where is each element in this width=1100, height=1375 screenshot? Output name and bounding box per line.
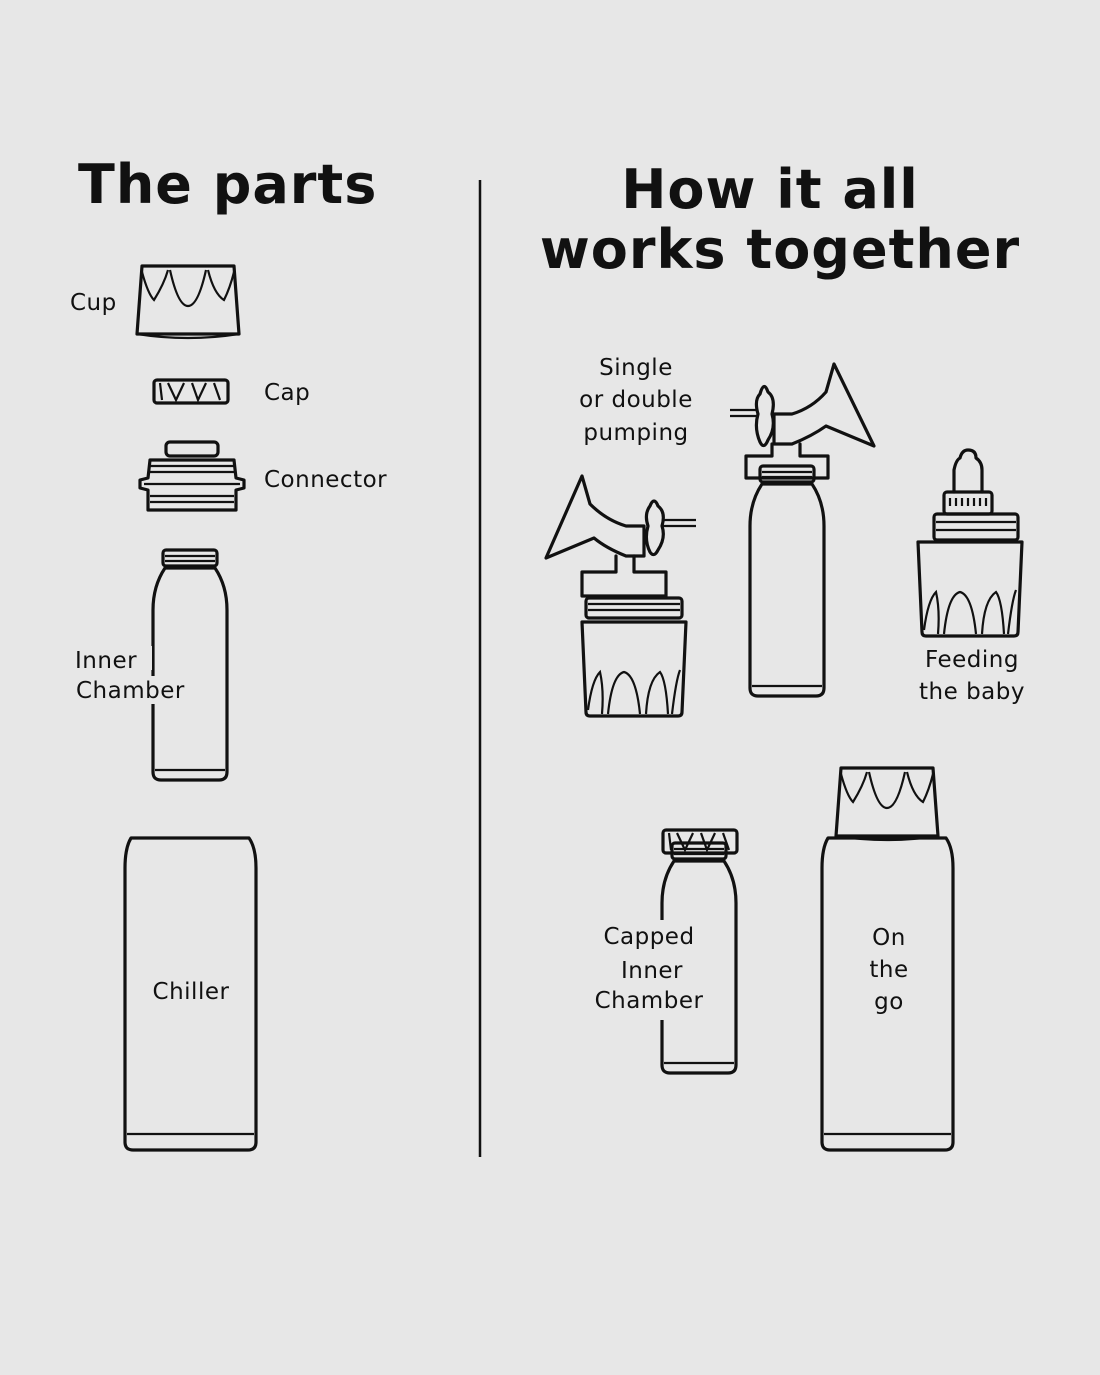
label-pumping-1: Single bbox=[599, 355, 673, 381]
pump-on-cup-illustration bbox=[544, 474, 698, 718]
label-feeding-1: Feeding bbox=[925, 647, 1019, 673]
label-on-the-go-3: go bbox=[874, 989, 904, 1015]
cup-illustration bbox=[135, 264, 241, 340]
right-title-line2: works together bbox=[540, 218, 1020, 281]
label-inner-chamber-2: Chamber bbox=[76, 678, 185, 704]
label-feeding-2: the baby bbox=[919, 679, 1025, 705]
cap-illustration bbox=[152, 378, 230, 405]
label-cup: Cup bbox=[70, 290, 117, 316]
pump-on-bottle-illustration bbox=[730, 362, 876, 698]
inner-chamber-illustration bbox=[151, 548, 229, 782]
label-capped-3: Chamber bbox=[595, 988, 704, 1014]
label-pumping-2: or double bbox=[579, 387, 693, 413]
connector-illustration bbox=[138, 440, 246, 512]
right-title-line1: How it all bbox=[621, 158, 919, 221]
feeding-bottle-illustration bbox=[916, 448, 1024, 638]
label-connector: Connector bbox=[264, 467, 387, 493]
label-on-the-go-2: the bbox=[869, 957, 908, 983]
label-cap: Cap bbox=[264, 380, 310, 406]
left-title: The parts bbox=[78, 153, 377, 216]
label-capped-1: Capped bbox=[603, 924, 694, 950]
label-pumping-3: pumping bbox=[583, 420, 688, 446]
label-on-the-go-1: On bbox=[872, 925, 906, 951]
label-chiller: Chiller bbox=[153, 979, 230, 1005]
label-inner-chamber-1: Inner bbox=[75, 648, 137, 674]
label-capped-2: Inner bbox=[621, 958, 683, 984]
